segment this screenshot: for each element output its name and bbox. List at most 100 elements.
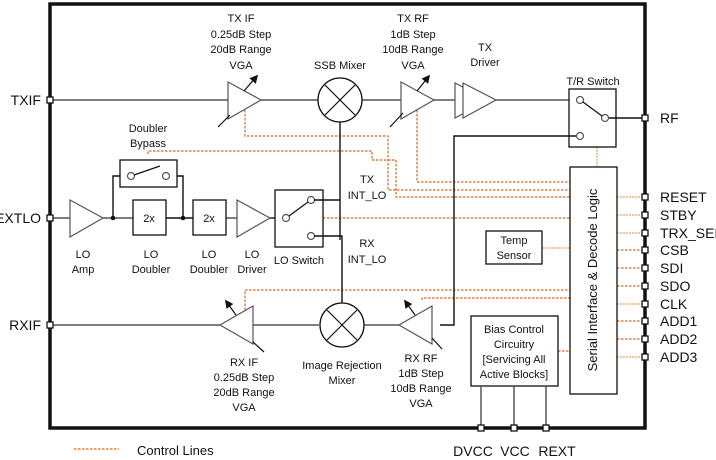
tx-if-label-1: TX IF <box>228 13 255 25</box>
svg-text:Doubler: Doubler <box>129 123 168 135</box>
serial-logic-label: Serial Interface & Decode Logic <box>585 188 600 371</box>
temp-sensor-label-1: Temp <box>501 235 528 247</box>
svg-text:VGA: VGA <box>232 402 256 414</box>
svg-text:1dB Step: 1dB Step <box>398 368 443 380</box>
svg-text:10dB Range: 10dB Range <box>382 44 443 56</box>
lo-switch: LO Switch <box>274 189 324 267</box>
pin-add2: ADD2 <box>660 331 698 347</box>
lo-doubler-1-label-2: Doubler <box>132 264 171 276</box>
temp-sensor: Temp Sensor <box>485 230 543 265</box>
lo-driver-label-2: Driver <box>237 264 267 276</box>
svg-text:LO: LO <box>202 249 217 261</box>
rx-if-vga: RX IF 0.25dB Step 20dB Range VGA <box>213 299 275 414</box>
legend: Control Lines <box>74 443 214 458</box>
rx-if-label-1: RX IF <box>230 357 258 369</box>
svg-text:Image Rejection: Image Rejection <box>302 360 382 372</box>
pin-dvcc: DVCC <box>453 443 493 459</box>
tx-rf-label-1: TX RF <box>397 13 429 25</box>
lo-doubler-1-label-1: LO <box>144 249 159 261</box>
svg-text:1dB Step: 1dB Step <box>390 29 435 41</box>
pin-stby: STBY <box>660 207 697 223</box>
lo-doubler-1: 2x LO Doubler <box>132 199 171 276</box>
svg-text:LO: LO <box>76 249 91 261</box>
bias-label-1: Bias Control <box>484 324 544 336</box>
tx-rf-label-2: 1dB Step <box>390 29 435 41</box>
tr-switch-label: T/R Switch <box>566 76 619 88</box>
bias-label-3: [Servicing All <box>483 354 546 366</box>
svg-text:Circuitry: Circuitry <box>494 339 535 351</box>
tx-int-lo-label-1: TX <box>360 174 375 186</box>
pin-rxif: RXIF <box>9 317 41 333</box>
lo-doubler-2-label-2: Doubler <box>190 264 229 276</box>
irm-label-1: Image Rejection <box>302 360 382 372</box>
lo-chain <box>50 175 283 221</box>
pin-txif: TXIF <box>11 92 41 108</box>
svg-text:LO: LO <box>245 249 260 261</box>
lo-amp-label-2: Amp <box>72 264 95 276</box>
pin-rext: REXT <box>538 443 576 459</box>
lo-amp-label-1: LO <box>76 249 91 261</box>
doubler-bypass-label-2: Bypass <box>130 138 167 150</box>
rx-rf-vga: RX RF 1dB Step 10dB Range VGA <box>390 299 452 410</box>
tx-int-lo-label-2: INT_LO <box>348 190 387 202</box>
bias-label-4: Active Blocks] <box>480 369 548 381</box>
svg-text:RX IF: RX IF <box>230 357 258 369</box>
svg-text:RX: RX <box>359 238 375 250</box>
pin-rf: RF <box>660 110 679 126</box>
ssb-mixer: SSB Mixer <box>314 60 366 123</box>
svg-text:INT_LO: INT_LO <box>348 190 387 202</box>
svg-text:10dB Range: 10dB Range <box>390 383 451 395</box>
lo-driver-label-1: LO <box>245 249 260 261</box>
pin-add3: ADD3 <box>660 349 698 365</box>
svg-text:Doubler: Doubler <box>132 264 171 276</box>
rx-rf-label-1: RX RF <box>405 353 438 365</box>
doubler-2-symbol: 2x <box>203 213 215 225</box>
rx-if-label-3: 20dB Range <box>213 387 274 399</box>
ssb-mixer-label: SSB Mixer <box>314 60 366 72</box>
svg-text:LO: LO <box>144 249 159 261</box>
svg-text:20dB Range: 20dB Range <box>210 44 271 56</box>
rx-int-lo-label-2: INT_LO <box>348 254 387 266</box>
tx-rf-vga: TX RF 1dB Step 10dB Range VGA <box>382 13 444 128</box>
rx-int-lo-label-1: RX <box>359 238 375 250</box>
temp-sensor-label-2: Sensor <box>497 250 532 262</box>
svg-text:INT_LO: INT_LO <box>348 254 387 266</box>
pins-left: TXIF EXTLO RXIF <box>0 92 54 333</box>
svg-text:Driver: Driver <box>237 264 267 276</box>
svg-text:VGA: VGA <box>229 60 253 72</box>
lo-driver: LO Driver <box>236 198 272 276</box>
svg-text:[Servicing All: [Servicing All <box>483 354 546 366</box>
svg-text:TX: TX <box>478 42 493 54</box>
svg-text:RX RF: RX RF <box>405 353 438 365</box>
svg-text:TX: TX <box>360 174 375 186</box>
serial-interface-logic: Serial Interface & Decode Logic <box>569 166 618 395</box>
pin-reset: RESET <box>660 189 707 205</box>
image-rejection-mixer: Image Rejection Mixer <box>302 302 382 387</box>
tx-rf-label-4: VGA <box>401 60 425 72</box>
pin-add1: ADD1 <box>660 313 698 329</box>
pin-vcc: VCC <box>500 443 530 459</box>
svg-text:0.25dB Step: 0.25dB Step <box>211 29 272 41</box>
pin-trx-sel: TRX_SEL <box>660 225 716 241</box>
doubler-bypass: Doubler Bypass <box>119 123 178 188</box>
pin-clk: CLK <box>660 296 688 312</box>
lo-doubler-2: 2x LO Doubler <box>190 199 229 276</box>
lo-amp: LO Amp <box>69 198 105 276</box>
pin-extlo: EXTLO <box>0 210 41 226</box>
svg-text:Active Blocks]: Active Blocks] <box>480 369 548 381</box>
tx-if-vga: TX IF 0.25dB Step 20dB Range VGA <box>210 13 272 128</box>
pin-csb: CSB <box>660 242 689 258</box>
lo-switch-label: LO Switch <box>274 255 324 267</box>
svg-text:0.25dB Step: 0.25dB Step <box>214 372 275 384</box>
bias-control: Bias Control Circuitry [Servicing All Ac… <box>470 315 559 387</box>
svg-text:Driver: Driver <box>470 57 500 69</box>
tr-switch: T/R Switch <box>566 76 620 148</box>
svg-text:Sensor: Sensor <box>497 250 532 262</box>
svg-text:Temp: Temp <box>501 235 528 247</box>
tx-if-label-4: VGA <box>229 60 253 72</box>
svg-text:Doubler: Doubler <box>190 264 229 276</box>
pin-sdo: SDO <box>660 278 690 294</box>
doubler-bypass-label-1: Doubler <box>129 123 168 135</box>
tx-rf-label-3: 10dB Range <box>382 44 443 56</box>
